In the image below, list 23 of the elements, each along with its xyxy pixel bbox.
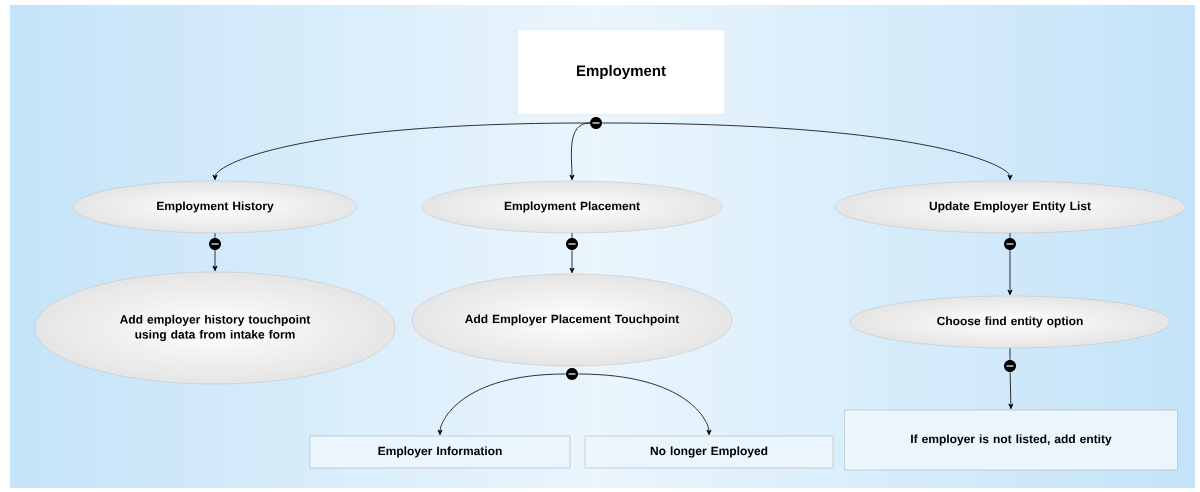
arrow (569, 122, 591, 181)
subtopic-box: If employer is not listed, add entity (844, 409, 1178, 471)
arrow (1008, 371, 1014, 410)
collapse-icon (1004, 238, 1016, 250)
collapse-icon (566, 368, 578, 380)
arrow (601, 122, 1013, 181)
arrow (1007, 249, 1013, 296)
arrow (437, 373, 567, 436)
title-box: Employment (517, 29, 725, 115)
arrow (212, 249, 218, 272)
arrow (569, 249, 575, 274)
collapse-icon (209, 238, 221, 250)
collapse-icon (566, 238, 578, 250)
collapse-icon (590, 117, 602, 129)
arrow (212, 122, 591, 181)
arrow (577, 373, 712, 436)
subtopic-box: No longer Employed (584, 435, 834, 469)
collapse-icon (1004, 360, 1016, 372)
connector-line (1009, 232, 1011, 239)
connector-line (214, 232, 216, 239)
connector-line (1009, 347, 1011, 361)
connector-line (571, 232, 573, 239)
subtopic-box: Employer Information (309, 435, 571, 469)
